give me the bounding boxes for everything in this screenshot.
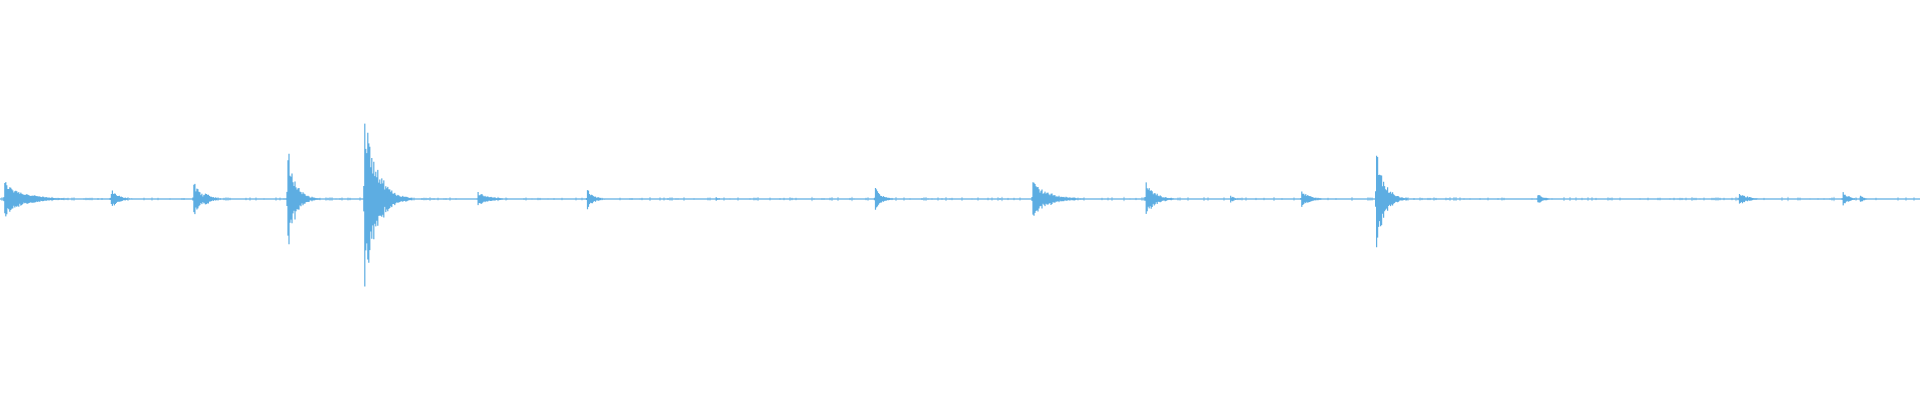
waveform-marks <box>1 123 1915 287</box>
waveform-transient-16 <box>1536 195 1550 203</box>
waveform-transient-17 <box>1737 194 1759 204</box>
waveform-transient-3 <box>203 193 221 205</box>
waveform-transient-15 <box>1375 155 1409 248</box>
waveform-transient-6 <box>386 189 411 209</box>
waveform-transient-9 <box>715 197 720 201</box>
waveform-transient-19 <box>1859 195 1868 202</box>
waveform-transient-10 <box>873 188 894 210</box>
waveform-transient-11 <box>1031 182 1084 216</box>
waveform-noise-floor <box>1 196 1915 202</box>
